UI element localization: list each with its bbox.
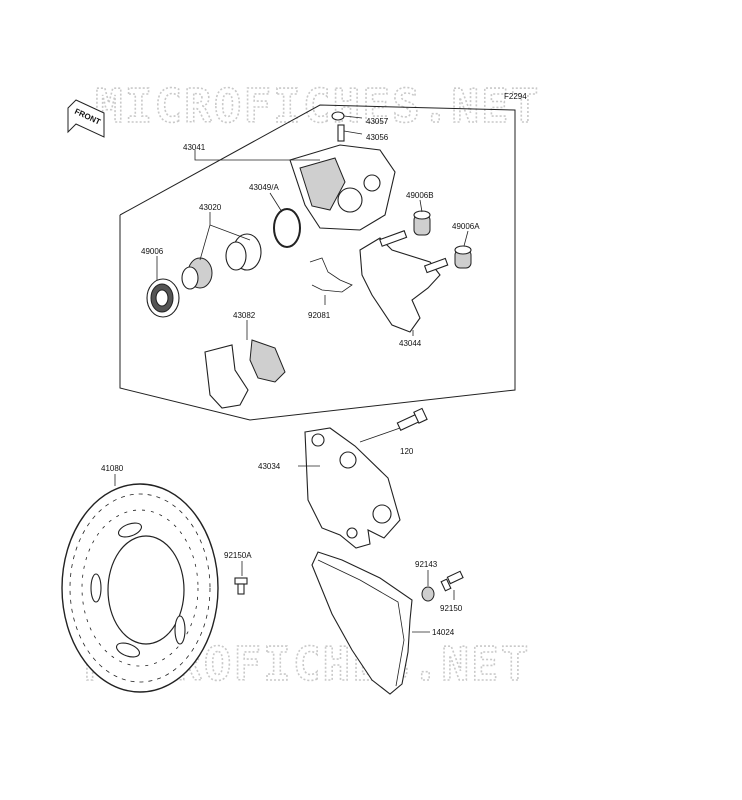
leader-43020 [199, 212, 251, 261]
slide-boot-b [413, 210, 431, 236]
dust-seal [146, 278, 180, 318]
label-41080: 41080 [101, 464, 124, 473]
piston-seal [273, 208, 301, 248]
leader-49006b [419, 199, 423, 213]
label-92143: 92143 [415, 560, 438, 569]
bracket-bolt [396, 407, 428, 432]
caliper-bracket [359, 230, 449, 333]
label-43034: 43034 [258, 462, 281, 471]
label-49006: 49006 [141, 247, 164, 256]
watermark-top: MICROFICHES.NET [95, 79, 540, 133]
piston-inner [181, 257, 213, 290]
leader-120 [359, 427, 401, 443]
label-43020: 43020 [199, 203, 222, 212]
piston [225, 233, 262, 271]
figure-code: F2294 [504, 92, 527, 101]
caliper-body [289, 144, 396, 231]
brake-pads [204, 339, 286, 409]
bleeder-cap [331, 111, 363, 121]
label-43049a: 43049/A [249, 183, 279, 192]
label-14024: 14024 [432, 628, 455, 637]
slide-boot-a [454, 245, 472, 269]
leader-43049a [269, 192, 283, 213]
brake-disc [61, 483, 219, 693]
assembly-boundary [119, 104, 516, 421]
guard-bolt [440, 570, 464, 592]
mounting-bracket [304, 427, 401, 549]
pad-spring [309, 257, 353, 293]
leader-43041 [194, 150, 320, 161]
guard-nut [421, 586, 435, 602]
disc-guard [311, 551, 413, 695]
label-92081: 92081 [308, 311, 331, 320]
label-43041: 43041 [183, 143, 206, 152]
label-49006b: 49006B [406, 191, 434, 200]
label-43044: 43044 [399, 339, 422, 348]
label-43082: 43082 [233, 311, 256, 320]
disc-bolt [234, 577, 248, 595]
label-92150: 92150 [440, 604, 463, 613]
leader-49006a [463, 230, 469, 247]
bleeder-screw [337, 124, 363, 142]
label-43057: 43057 [366, 117, 389, 126]
label-43056: 43056 [366, 133, 389, 142]
label-92150a: 92150A [224, 551, 252, 560]
label-49006a: 49006A [452, 222, 480, 231]
label-120: 120 [400, 447, 414, 456]
front-arrow-icon: FRONT [67, 99, 105, 138]
